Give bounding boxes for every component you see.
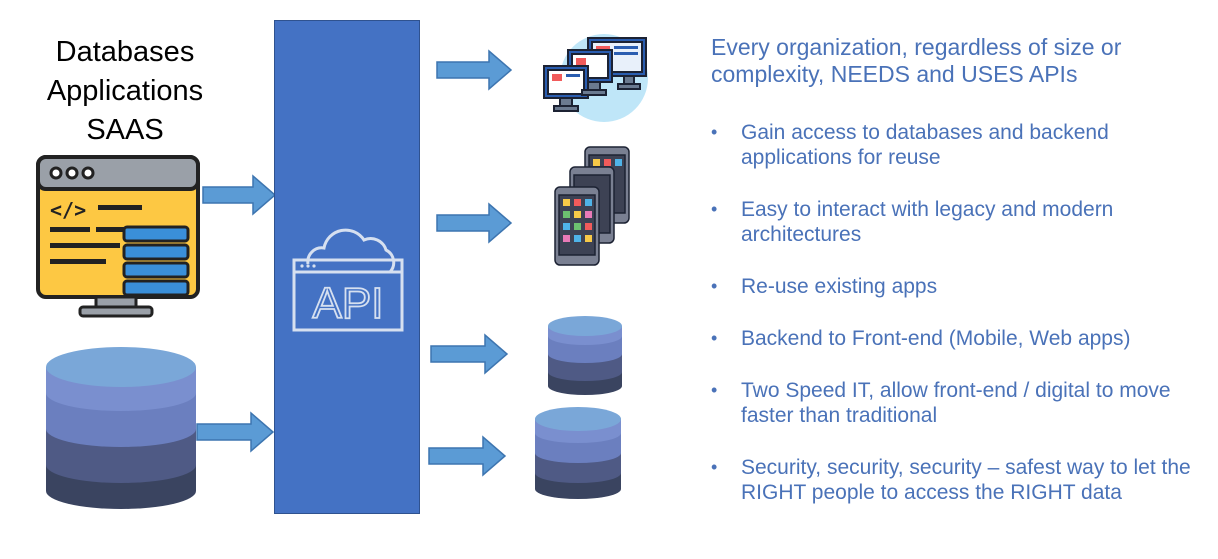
source-labels: Databases Applications SAAS [10,33,240,150]
headline: Every organization, regardless of size o… [711,34,1122,87]
arrow-api-to-web [436,49,513,91]
arrow-api-to-database-2 [428,435,507,477]
api-bar [274,20,420,514]
database-icon [46,347,196,509]
arrow-monitor-to-api [202,174,277,216]
cloud-api-icon: API [292,228,404,332]
database-small-icon-2 [535,407,621,499]
bullet-list: Gain access to databases and backend app… [711,120,1211,532]
bullet-item: Two Speed IT, allow front-end / digital … [711,378,1211,428]
source-label-saas: SAAS [86,114,164,146]
code-monitor-icon: </> [36,155,200,318]
bullet-item: Security, security, security – safest wa… [711,455,1211,505]
api-label: API [313,279,384,328]
arrow-api-to-database-1 [430,333,509,375]
arrow-api-to-mobile [436,202,513,244]
svg-text:</>: </> [50,198,86,222]
bullet-item: Easy to interact with legacy and modern … [711,197,1211,247]
bullet-item: Backend to Front-end (Mobile, Web apps) [711,326,1211,351]
bullet-item: Re-use existing apps [711,274,1211,299]
bullet-item: Gain access to databases and backend app… [711,120,1211,170]
source-label-applications: Applications [46,75,204,107]
database-small-icon-1 [548,316,622,395]
web-monitors-icon [543,34,648,122]
mobile-phones-icon [554,146,630,266]
arrow-database-to-api [196,411,275,453]
source-label-databases: Databases [55,36,195,68]
